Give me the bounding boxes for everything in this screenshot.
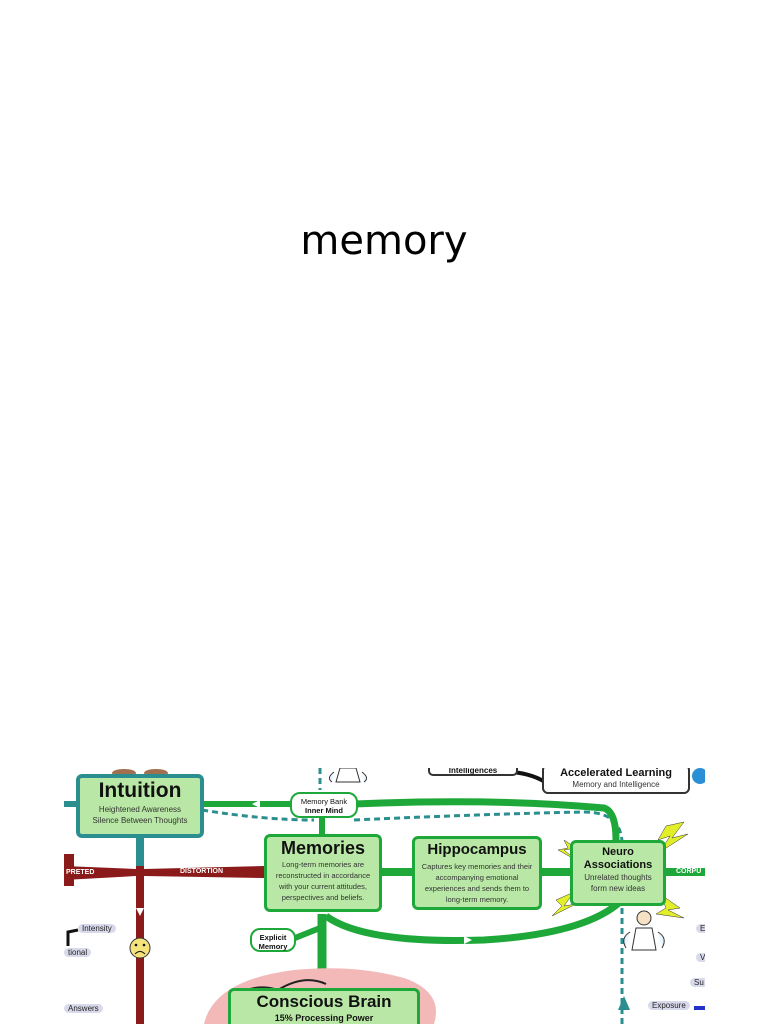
red-left-branch: [64, 866, 136, 880]
memories-text: Long-term memories are reconstructed in …: [275, 860, 371, 902]
v-label: V: [696, 953, 705, 962]
accelerated-subtitle: Memory and Intelligence: [572, 780, 660, 789]
memory-bank-node: Memory Bank Inner Mind: [290, 792, 358, 818]
intuition-line1: Heightened Awareness: [98, 805, 182, 814]
green-link-bottom-arc: [323, 899, 623, 944]
hippocampus-title: Hippocampus: [427, 841, 527, 858]
neuro-associations-box: Neuro Associations Unrelated thoughts fo…: [570, 840, 666, 906]
accelerated-learning-box: Accelerated Learning Memory and Intellig…: [542, 768, 690, 794]
preted-label: PRETED: [66, 869, 95, 876]
teal-link-down: [136, 834, 144, 866]
conscious-title: Conscious Brain: [256, 992, 392, 1011]
arrow-white-3: [136, 908, 144, 916]
red-distortion-branch: [144, 866, 264, 878]
memory-mind-map: Intuition Heightened Awareness Silence B…: [64, 768, 705, 1024]
slide-title: memory: [300, 218, 468, 264]
intelligences-label: Intelligences: [448, 768, 498, 775]
neuro-title-line1: Neuro: [602, 846, 634, 858]
arrow-white-1: [252, 800, 260, 808]
angel-icon: [623, 910, 665, 951]
memory-bank-line2: Inner Mind: [305, 806, 343, 815]
hippocampus-box: Hippocampus Captures key memories and th…: [412, 836, 542, 910]
intensity-label: Intensity: [78, 924, 116, 933]
sad-face-icon: [129, 937, 151, 959]
angel-icon: [328, 768, 368, 783]
intuition-title: Intuition: [98, 779, 182, 802]
neuro-title-line2: Associations: [583, 859, 653, 871]
hippocampus-text: Captures key memories and their accompan…: [421, 862, 533, 904]
e-label: E: [696, 924, 705, 933]
corpus-label: CORPU: [676, 868, 702, 875]
accelerated-title: Accelerated Learning: [560, 768, 672, 779]
memory-bank-line1: Memory Bank: [300, 797, 348, 806]
teal-dashed-top: [201, 808, 315, 822]
su-label: Su: [690, 978, 705, 987]
arrow-white-2: [464, 936, 472, 944]
globe-icon: [692, 768, 705, 784]
up-arrow: [618, 996, 630, 1010]
explicit-line1: Explicit: [259, 933, 287, 942]
bracket-shape: [66, 928, 79, 946]
exposure-label: Exposure: [648, 1001, 690, 1010]
conscious-brain-box: Conscious Brain 15% Processing Power: [228, 988, 420, 1024]
green-link-bank-right: [353, 798, 620, 841]
explicit-line2: Memory: [258, 942, 288, 951]
neuro-line1: Unrelated thoughts: [584, 873, 652, 882]
memories-box: Memories Long-term memories are reconstr…: [264, 834, 382, 912]
tional-label: tional: [64, 948, 92, 957]
distortion-label: DISTORTION: [180, 868, 224, 875]
explicit-memory-node: Explicit Memory: [250, 928, 296, 952]
intuition-box: Intuition Heightened Awareness Silence B…: [76, 774, 204, 838]
neuro-line2: form new ideas: [590, 884, 646, 893]
intelligences-box: Intelligences: [428, 768, 518, 776]
intuition-line2: Silence Between Thoughts: [92, 816, 188, 825]
conscious-subtitle: 15% Processing Power: [274, 1013, 374, 1023]
memories-title: Memories: [280, 838, 366, 858]
red-left-arrow: [64, 854, 74, 886]
answers-label: Answers: [64, 1004, 103, 1013]
